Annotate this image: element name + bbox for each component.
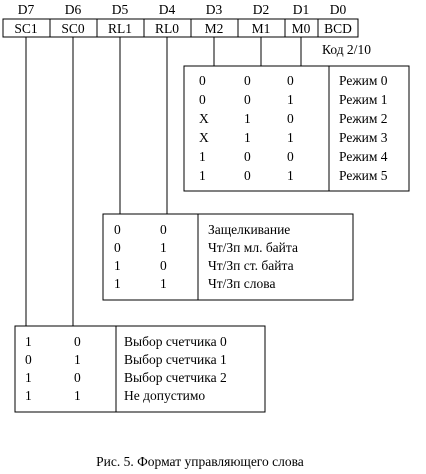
- bit-register: D7 D6 D5 D4 D3 D2 D1 D0 SC1 SC0 RL1 RL0 …: [2, 2, 359, 38]
- mode-m1-cell: 0: [244, 73, 251, 88]
- rl-bit1-cell: 1: [114, 276, 121, 291]
- bit-number-label: D3: [206, 2, 223, 17]
- mode-m1-cell: 1: [244, 130, 251, 145]
- rl-bit0-cell: 1: [160, 240, 167, 255]
- rl-bit1-cell: 1: [114, 258, 121, 273]
- sc-bit1-cell: 0: [25, 352, 32, 367]
- bit-cell: [317, 18, 359, 38]
- mode-label: Режим 0: [339, 73, 388, 88]
- sc-bit1-cell: 1: [25, 334, 32, 349]
- mode-m1-cell: 1: [244, 111, 251, 126]
- sc-table: 1 0 Выбор счетчика 0 0 1 Выбор счетчика …: [14, 325, 266, 413]
- sc-bit0-cell: 0: [74, 370, 81, 385]
- mode-m0-cell: 1: [287, 168, 294, 183]
- bit-number-label: D0: [330, 2, 347, 17]
- mode-m0-cell: 0: [287, 111, 294, 126]
- mode-table: 0 0 0 Режим 0 0 0 1 Режим 1 X 1 0 Режим …: [183, 65, 410, 192]
- mode-m2-cell: 1: [199, 149, 206, 164]
- bit-field-name: BCD: [324, 21, 352, 36]
- bit-number-label: D4: [159, 2, 176, 17]
- connector-lines: [25, 37, 302, 326]
- mode-m2-cell: X: [199, 130, 209, 145]
- bit-field-name: SC0: [61, 21, 85, 36]
- mode-m2-cell: X: [199, 111, 209, 126]
- sc-label: Выбор счетчика 2: [124, 370, 227, 385]
- mode-table-border: [183, 65, 410, 192]
- sc-label: Не допустимо: [124, 388, 205, 403]
- sc-bit0-cell: 1: [74, 352, 81, 367]
- bit-number-label: D2: [253, 2, 270, 17]
- sc-label: Выбор счетчика 0: [124, 334, 227, 349]
- sc-bit1-cell: 1: [25, 370, 32, 385]
- figure-caption: Рис. 5. Формат управляющего слова: [96, 454, 304, 469]
- rl-table-border: [102, 213, 354, 301]
- mode-label: Режим 4: [339, 149, 388, 164]
- mode-m2-cell: 0: [199, 92, 206, 107]
- bit-field-name: M1: [252, 21, 271, 36]
- bit-field-name: SC1: [14, 21, 37, 36]
- bit-number-label: D7: [18, 2, 35, 17]
- sc-table-border: [14, 325, 266, 413]
- mode-label: Режим 1: [339, 92, 388, 107]
- rl-table: 0 0 Защелкивание 0 1 Чт/Зп мл. байта 1 0…: [102, 213, 354, 301]
- sc-bit1-cell: 1: [25, 388, 32, 403]
- mode-m2-cell: 0: [199, 73, 206, 88]
- mode-m2-cell: 1: [199, 168, 206, 183]
- mode-label: Режим 2: [339, 111, 388, 126]
- code-note: Код 2/10: [322, 42, 371, 57]
- rl-bit0-cell: 1: [160, 276, 167, 291]
- mode-m1-cell: 0: [244, 168, 251, 183]
- sc-label: Выбор счетчика 1: [124, 352, 227, 367]
- rl-bit1-cell: 0: [114, 240, 121, 255]
- bit-field-name: M0: [292, 21, 311, 36]
- bit-number-label: D1: [293, 2, 310, 17]
- bit-number-label: D5: [112, 2, 129, 17]
- bit-field-name: M2: [205, 21, 224, 36]
- rl-label: Чт/Зп мл. байта: [208, 240, 298, 255]
- mode-m0-cell: 0: [287, 73, 294, 88]
- mode-label: Режим 3: [339, 130, 388, 145]
- rl-bit0-cell: 0: [160, 258, 167, 273]
- rl-label: Защелкивание: [208, 222, 290, 237]
- mode-m1-cell: 0: [244, 149, 251, 164]
- mode-m1-cell: 0: [244, 92, 251, 107]
- mode-m0-cell: 0: [287, 149, 294, 164]
- mode-m0-cell: 1: [287, 92, 294, 107]
- bit-field-name: RL0: [155, 21, 179, 36]
- rl-label: Чт/Зп слова: [208, 276, 275, 291]
- rl-label: Чт/Зп ст. байта: [208, 258, 294, 273]
- sc-bit0-cell: 1: [74, 388, 81, 403]
- mode-label: Режим 5: [339, 168, 388, 183]
- bit-field-name: RL1: [108, 21, 132, 36]
- rl-bit1-cell: 0: [114, 222, 121, 237]
- bit-number-label: D6: [65, 2, 82, 17]
- rl-bit0-cell: 0: [160, 222, 167, 237]
- mode-m0-cell: 1: [287, 130, 294, 145]
- sc-bit0-cell: 0: [74, 334, 81, 349]
